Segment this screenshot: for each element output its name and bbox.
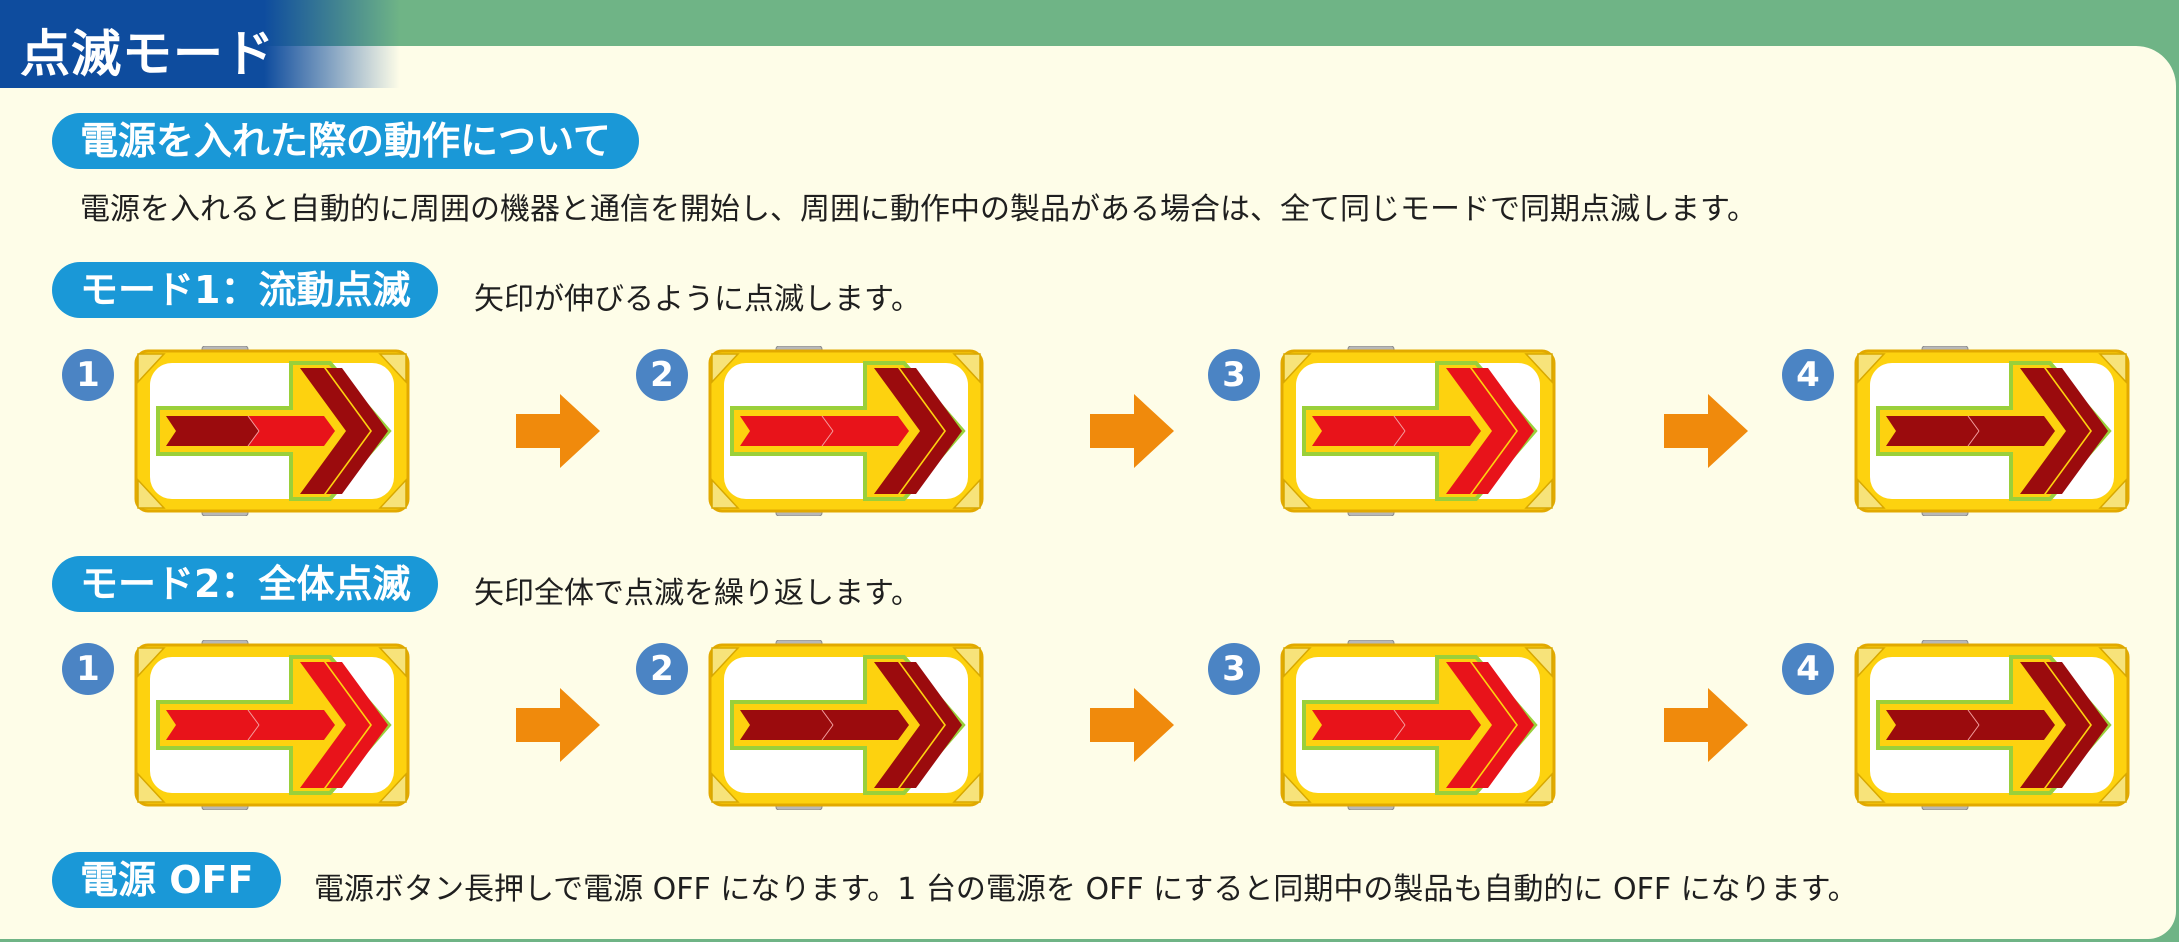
step-number: 1 [62, 643, 114, 695]
mode2-heading: モード2：全体点滅 [52, 556, 439, 612]
power-on-text: 電源を入れると自動的に周囲の機器と通信を開始し、周囲に動作中の製品がある場合は、… [80, 192, 1757, 227]
arrow-sign [134, 640, 410, 810]
mode1-heading: モード1：流動点滅 [52, 262, 439, 318]
arrow-sign [708, 640, 984, 810]
arrow-sign [708, 346, 984, 516]
power-off-heading: 電源 OFF [52, 852, 282, 908]
arrow-sign [1854, 640, 2130, 810]
page-title: 点滅モード [20, 25, 275, 83]
step-number: 2 [636, 643, 688, 695]
mode2-text: 矢印全体で点滅を繰り返します。 [474, 576, 921, 611]
arrow-sign [134, 346, 410, 516]
step-number: 1 [62, 349, 114, 401]
next-step-arrow-icon [1664, 688, 1748, 762]
step-number: 4 [1782, 643, 1834, 695]
mode1-text: 矢印が伸びるように点滅します。 [474, 282, 921, 317]
next-step-arrow-icon [516, 394, 600, 468]
next-step-arrow-icon [1090, 394, 1174, 468]
step-number: 2 [636, 349, 688, 401]
next-step-arrow-icon [1090, 688, 1174, 762]
next-step-arrow-icon [1664, 394, 1748, 468]
step-number: 4 [1782, 349, 1834, 401]
arrow-sign [1280, 346, 1556, 516]
step-number: 3 [1208, 643, 1260, 695]
next-step-arrow-icon [516, 688, 600, 762]
step-number: 3 [1208, 349, 1260, 401]
title-tab: 点滅モード [0, 0, 400, 88]
arrow-sign [1280, 640, 1556, 810]
power-off-text: 電源ボタン長押しで電源 OFF になります。1 台の電源を OFF にすると同期… [314, 872, 1858, 907]
power-on-heading: 電源を入れた際の動作について [52, 113, 639, 169]
arrow-sign [1854, 346, 2130, 516]
